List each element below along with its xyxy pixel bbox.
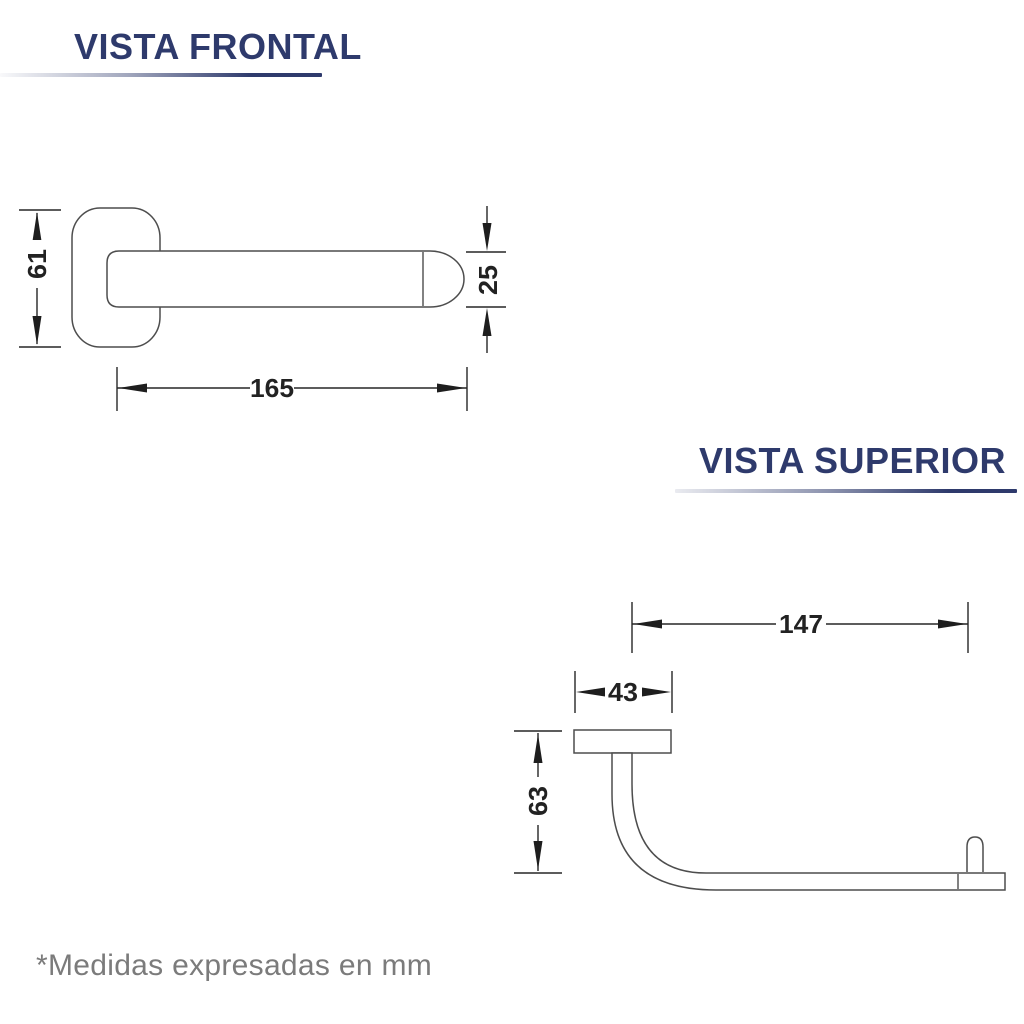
arrowhead-right [642, 687, 671, 697]
dim-label-backing [528, 777, 548, 825]
dim-label-63: 63 [523, 786, 553, 816]
arrowhead-up [482, 308, 492, 336]
dim-arm-depth: 63 [514, 730, 562, 874]
arrowhead-up [533, 734, 543, 763]
dim-arm-length: 147 [631, 602, 969, 653]
dim-label-backing [27, 240, 47, 288]
dim-bar-end-height: 25 [466, 206, 506, 353]
front-view-drawing [71, 207, 465, 348]
arrowhead-down [32, 316, 42, 345]
dim-plate-width: 43 [574, 671, 673, 713]
dim-label-61: 61 [22, 249, 52, 279]
arm-outline [611, 752, 1006, 891]
wall-plate-top-outline [573, 729, 672, 754]
arrowhead-down [533, 841, 543, 870]
top-view-title: VISTA SUPERIOR [699, 440, 1007, 481]
top-view-title-underline [675, 489, 1017, 493]
dim-label-43: 43 [608, 677, 638, 707]
roll-bar-outline [106, 250, 465, 308]
dim-label-147: 147 [779, 609, 823, 639]
arrowhead-left [118, 383, 147, 393]
arrowhead-down [482, 223, 492, 251]
units-footnote: *Medidas expresadas en mm [36, 949, 433, 982]
arrowhead-left [633, 619, 662, 629]
dim-label-165: 165 [250, 373, 294, 403]
arrowhead-up [32, 212, 42, 241]
arrowhead-right [938, 619, 967, 629]
dim-bar-length: 165 [116, 367, 468, 411]
top-view-drawing [573, 729, 1006, 891]
front-view-title: VISTA FRONTAL [74, 26, 362, 67]
dim-plate-height: 61 [19, 209, 61, 348]
end-hook-tab-outline [966, 836, 984, 872]
dim-label-25: 25 [473, 265, 503, 295]
arrowhead-left [576, 687, 605, 697]
arrowhead-right [437, 383, 466, 393]
front-view-title-underline [0, 73, 322, 77]
